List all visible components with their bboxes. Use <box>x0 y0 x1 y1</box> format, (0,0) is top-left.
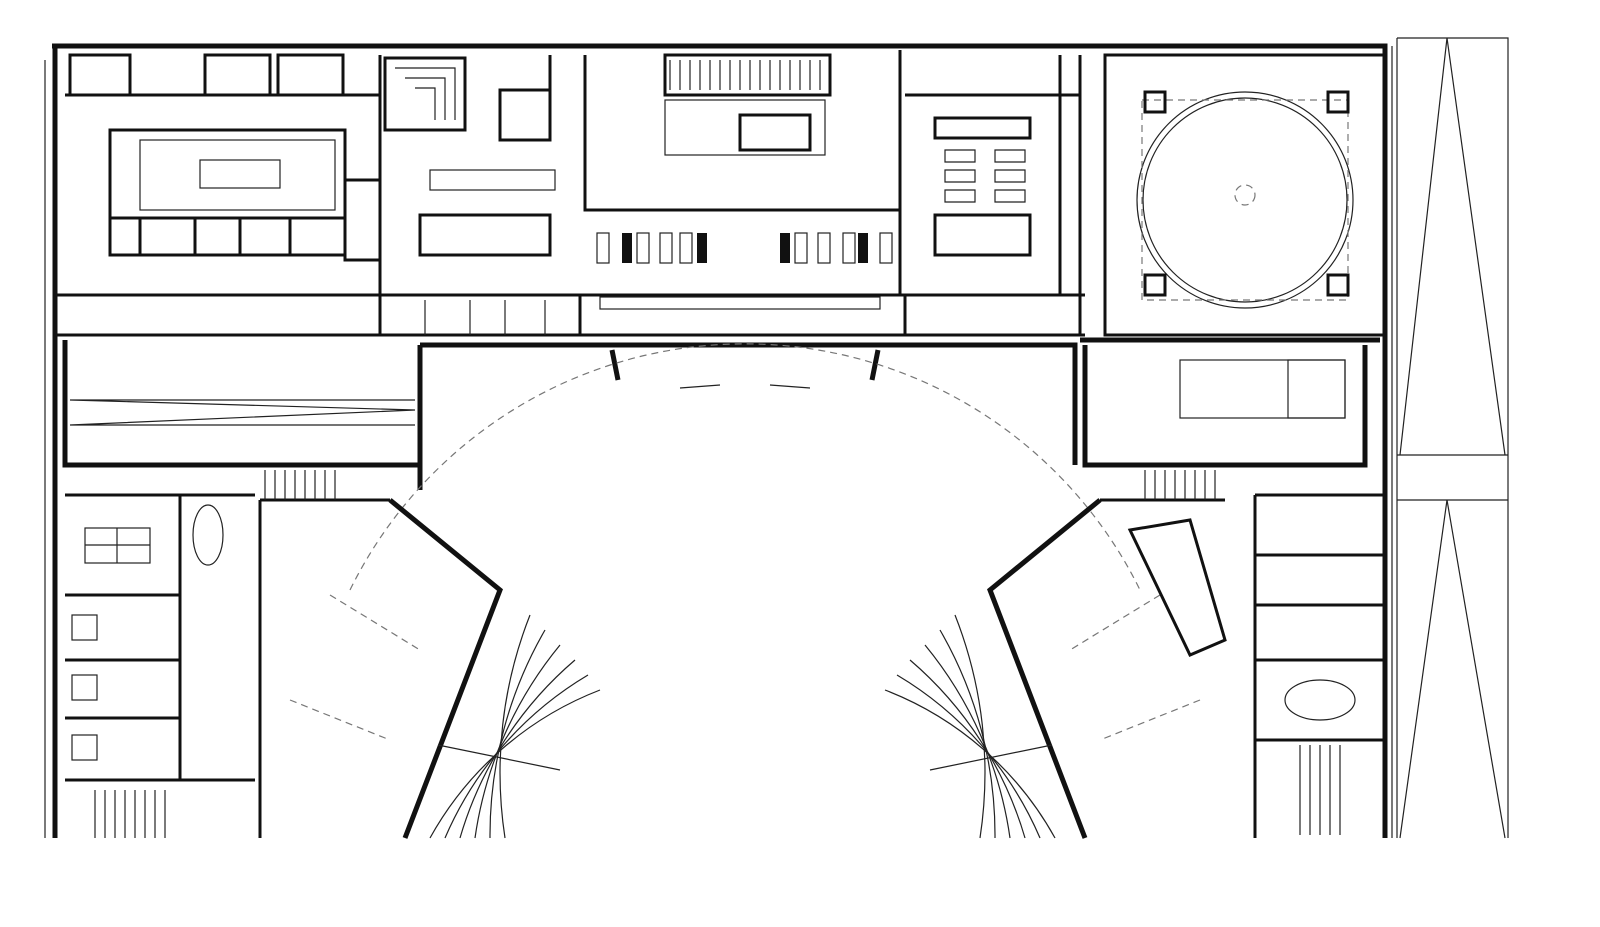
foyer-benches <box>596 232 893 264</box>
central-foyer <box>418 50 1082 335</box>
corridor <box>55 293 1085 337</box>
conference-table <box>199 159 281 189</box>
auditorium-seating <box>260 498 1227 839</box>
southeast-rooms <box>264 470 1385 838</box>
adjacent-elevation-strip <box>1396 37 1509 839</box>
northwest-rooms <box>65 53 467 297</box>
southwest-rooms <box>65 493 262 838</box>
outer-walls <box>44 43 1393 838</box>
counter <box>599 296 881 310</box>
domed-hall <box>1103 53 1387 337</box>
stage-block <box>62 337 1380 591</box>
